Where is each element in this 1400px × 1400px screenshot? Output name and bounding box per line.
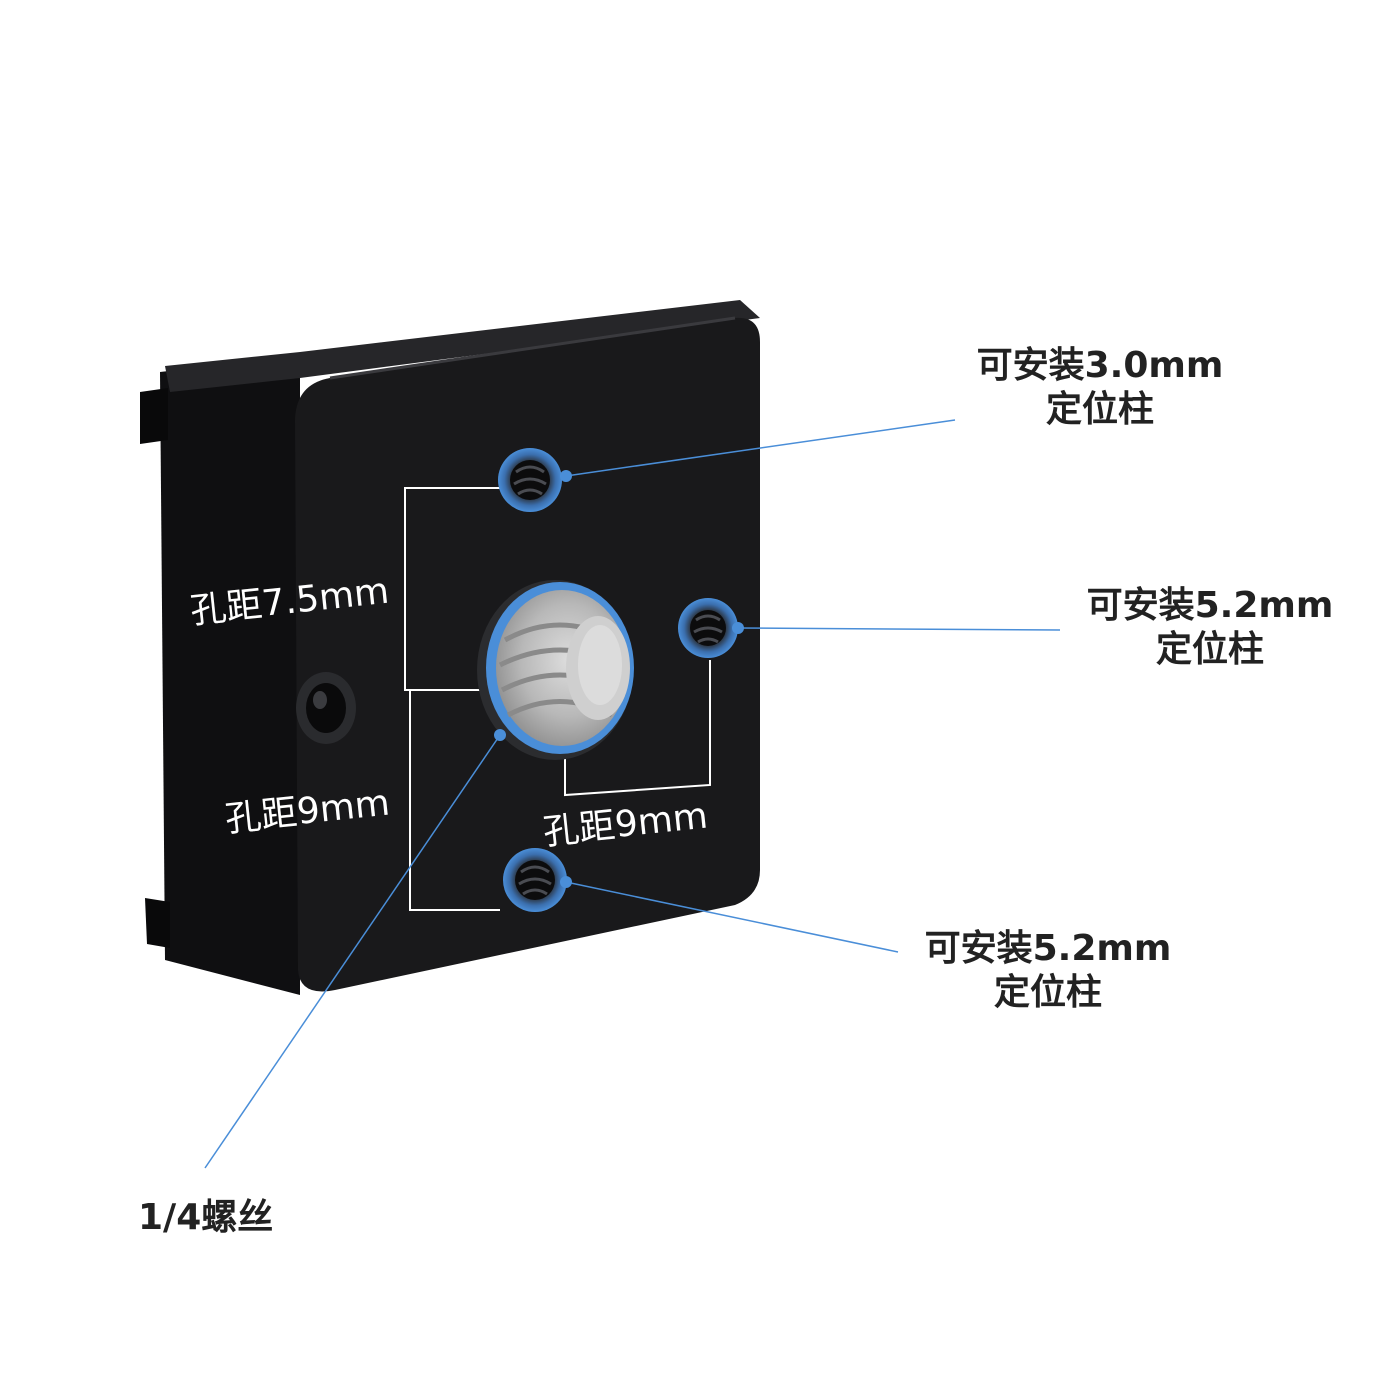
callout-bottom-right-line2: 定位柱 — [993, 972, 1102, 1013]
hole-top — [498, 448, 562, 512]
rail-notch-top — [140, 388, 168, 444]
leader-lines — [204, 419, 1061, 1169]
callout-top-right-line1: 可安装3.0mm — [976, 345, 1224, 386]
plate-top-bevel — [165, 300, 760, 392]
plate-edge-highlight — [329, 316, 736, 380]
plate-side-face — [160, 356, 300, 995]
leader-dots — [494, 470, 744, 888]
callout-bottom-right-line1: 可安装5.2mm — [924, 928, 1172, 969]
callout-bottom-right: 可安装5.2mm 定位柱 — [918, 927, 1178, 1015]
callout-top-right: 可安装3.0mm 定位柱 — [970, 344, 1230, 432]
callout-mid-right-line2: 定位柱 — [1155, 629, 1264, 670]
quarter-inch-screw — [477, 580, 634, 760]
rail-notch-bottom — [145, 898, 170, 948]
callout-screw-label: 1/4螺丝 — [138, 1197, 274, 1238]
callout-mid-right: 可安装5.2mm 定位柱 — [1080, 584, 1340, 672]
callout-mid-right-line1: 可安装5.2mm — [1086, 585, 1334, 626]
hole-bottom — [503, 848, 567, 912]
hole-right — [678, 598, 738, 658]
callout-top-right-line2: 定位柱 — [1045, 389, 1154, 430]
side-hole — [296, 672, 356, 744]
callout-screw: 1/4螺丝 — [138, 1196, 273, 1240]
